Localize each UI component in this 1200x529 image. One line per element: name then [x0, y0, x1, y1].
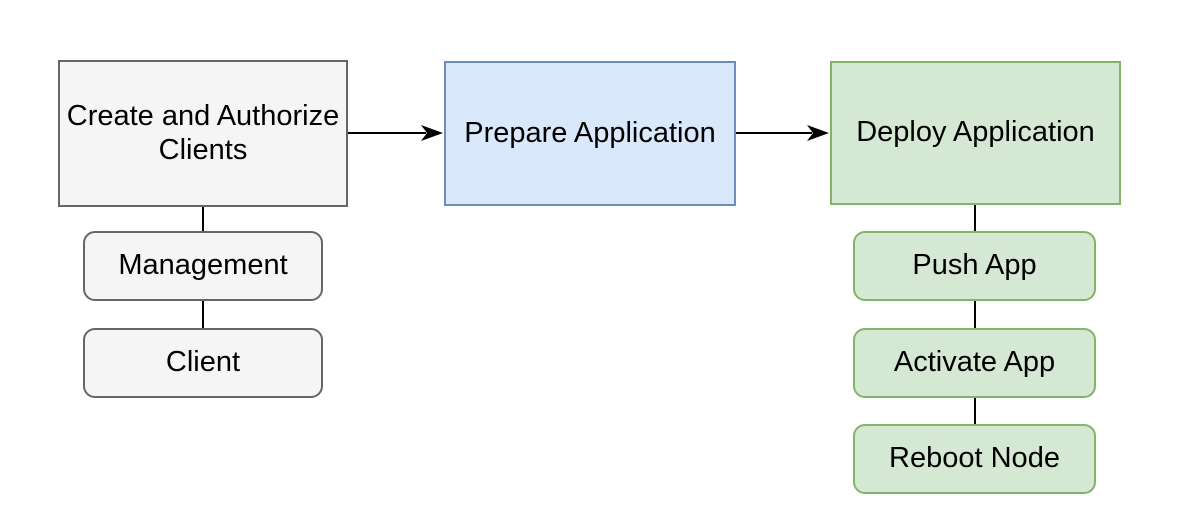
- connector-line-push-to-activate: [974, 301, 976, 328]
- connector-line-activate-to-reboot: [974, 398, 976, 424]
- node-activate-app: Activate App: [853, 328, 1096, 398]
- arrowhead-right-icon: [421, 125, 443, 141]
- connector-line-management-to-client: [202, 301, 204, 328]
- connector-line-create-to-management: [202, 207, 204, 231]
- arrowhead-right-icon: [807, 125, 829, 141]
- connector-arrow-create-to-prepare: [348, 125, 443, 141]
- node-reboot-node: Reboot Node: [853, 424, 1096, 494]
- connector-arrow-prepare-to-deploy: [736, 125, 829, 141]
- node-prepare-application: Prepare Application: [444, 61, 736, 206]
- node-client: Client: [83, 328, 323, 398]
- node-push-app: Push App: [853, 231, 1096, 301]
- node-create-and-authorize-clients: Create and Authorize Clients: [58, 60, 348, 207]
- node-management: Management: [83, 231, 323, 301]
- connector-line-deploy-to-push: [974, 205, 976, 231]
- node-deploy-application: Deploy Application: [830, 61, 1121, 205]
